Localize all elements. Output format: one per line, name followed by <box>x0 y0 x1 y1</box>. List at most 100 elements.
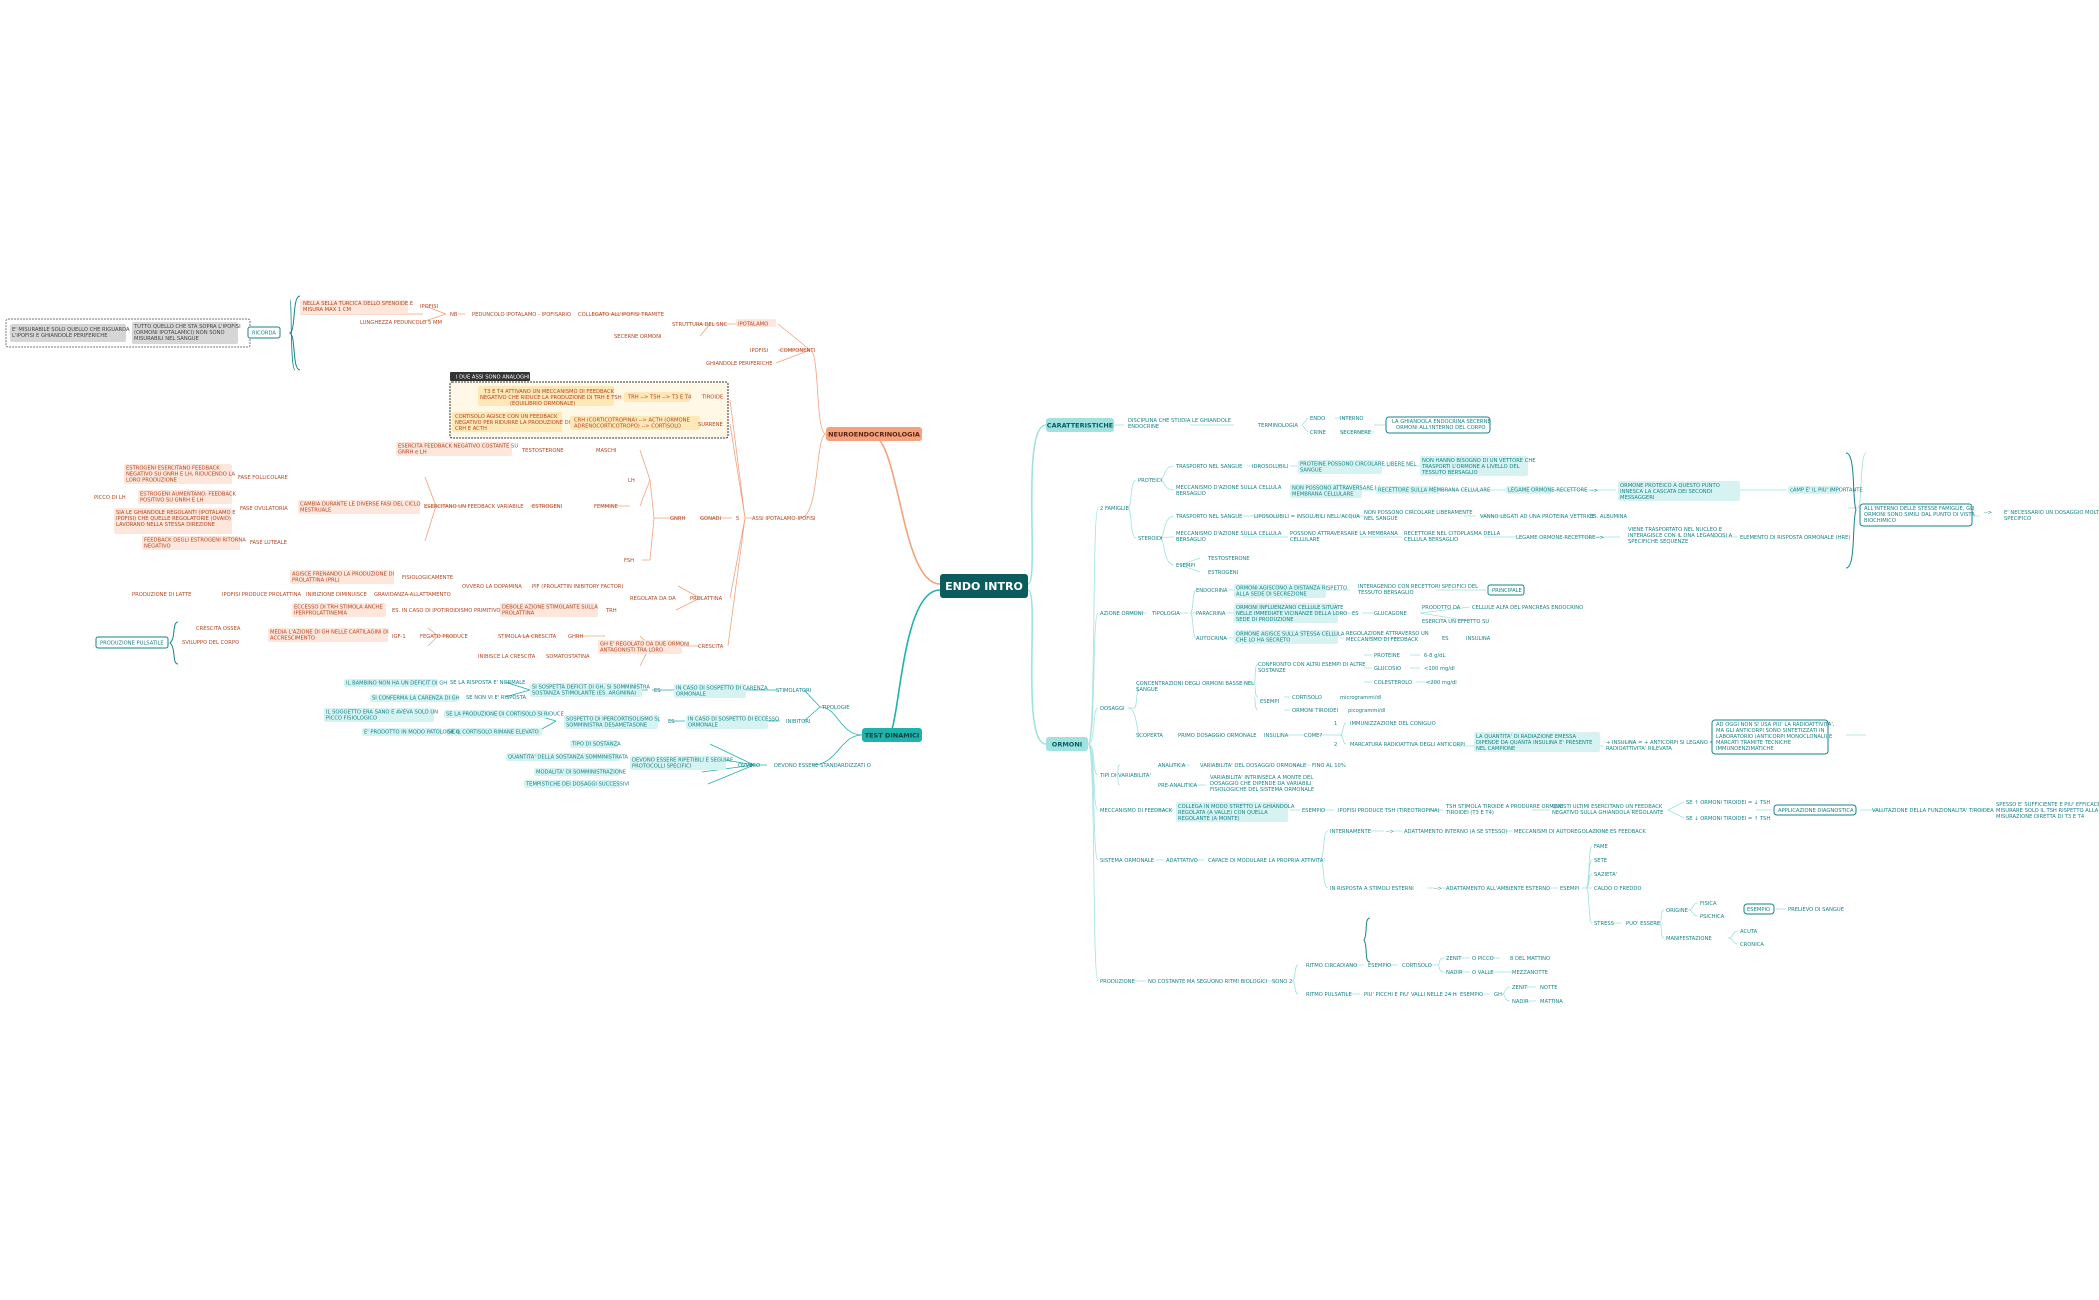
node-cortisolo-c: CORTISOLO <box>1402 963 1432 969</box>
branch-ormoni[interactable]: ORMONI <box>1046 737 1088 751</box>
node-crine: CRINE <box>1310 430 1326 436</box>
node-primo-dosaggio: PRIMO DOSAGGIO ORMONALE <box>1178 733 1257 739</box>
node-stress: STRESS <box>1594 921 1614 927</box>
node-asse: ASSI IPOTALAMO-IPOFISI <box>752 516 816 522</box>
node-prelievo: PRELIEVO DI SANGUE <box>1788 907 1844 913</box>
node-scoperta: SCOPERTA <box>1136 733 1163 739</box>
node-legame2: LEGAME ORMONE-RECETTORE <box>1516 535 1595 541</box>
node-ovvero-test: OVVERO <box>738 763 760 769</box>
node-ovvero: OVVERO LA DOPAMINA <box>462 584 522 590</box>
node-adattativo: ADATTATIVO <box>1166 858 1198 864</box>
node-surrene: SURRENE <box>698 422 723 428</box>
node-regolata: REGOLATA DA DA <box>630 596 676 602</box>
node-modalita: MODALITA' DI SOMMINISTRAZIONE <box>536 770 626 776</box>
node-es-ipotiroidismo: ES. IN CASO DI IPOTIROIDISMO PRIMITIVO <box>392 608 501 614</box>
node-quantita: QUANTITA' DELLA SOSTANZA SOMMINISTRATA <box>508 755 628 761</box>
node-glucagone: GLUCAGONE <box>1374 611 1407 617</box>
node-tipologie: TIPOLOGIE <box>821 705 850 711</box>
node-arrow3: --> <box>1984 510 1992 516</box>
node-proteici: PROTEICI <box>1138 478 1162 484</box>
node-terminologia: TERMINOLOGIA <box>1257 423 1298 429</box>
node-ritmo-pulsatile: RITMO PULSATILE <box>1306 992 1352 998</box>
node-collegato: COLLEGATO ALL'IPOFISI TRAMITE <box>578 312 664 318</box>
node-fame: FAME <box>1594 844 1608 850</box>
node-pif: PIF (PROLATTIN INIBITORY FACTOR) <box>532 584 623 590</box>
node-valutazione: VALUTAZIONE DELLA FUNZIONALITA' TIROIDEA <box>1872 808 1994 814</box>
branch-caratteristiche[interactable]: CARATTERISTICHE <box>1046 418 1114 432</box>
node-come: COME? <box>1304 733 1322 739</box>
node-esercita-effetto: ESERCITA UN EFFETTO SU <box>1422 619 1489 625</box>
node-origine: ORIGINE <box>1666 908 1688 914</box>
node-cronica: CRONICA <box>1740 942 1764 948</box>
node-legame: LEGAME ORMONE-RECETTORE <box>1508 488 1587 494</box>
node-stimoli-esterni: IN RISPOSTA A STIMOLI ESTERNI <box>1330 886 1414 892</box>
node-insulina-chain: + INSULINA = + ANTICORPI SI LEGANO =RADI… <box>1606 740 1714 752</box>
branch-test[interactable]: TEST DINAMICI <box>862 728 922 742</box>
svg-text:TEST DINAMICI: TEST DINAMICI <box>865 732 920 740</box>
branch-neuro[interactable]: NEUROENDOCRINOLOGIA <box>826 427 922 441</box>
svg-text:NEUROENDOCRINOLOGIA: NEUROENDOCRINOLOGIA <box>828 431 920 439</box>
node-produzione: PRODUZIONE <box>1100 979 1135 985</box>
node-gonadi: GONADI <box>700 516 722 522</box>
node-immunizzazione: IMMUNIZZAZIONE DEL CONIGLIO <box>1350 721 1436 727</box>
node-ritmo-circadiano: RITMO CIRCADIANO <box>1306 963 1357 969</box>
node-picogrammi: picogrammi/dl <box>1348 708 1385 714</box>
node-struttura-snc: STRUTTURA DEL SNC <box>672 322 727 328</box>
node-inibitori: INIBITORI <box>786 719 811 725</box>
node-microgrammi: microgrammi/dl <box>1340 695 1381 701</box>
node-gravidanza: GRAVIDANZA-ALLATTAMENTO <box>374 592 451 598</box>
node-arrow4: --> <box>1386 829 1394 835</box>
node-produzione-pulsatile: PRODUZIONE PULSATILE <box>100 641 164 647</box>
node-esempi3: ESEMPI <box>1560 886 1579 892</box>
node-sazieta: SAZIETA' <box>1594 872 1617 878</box>
svg-text:ORMONI: ORMONI <box>1052 741 1082 749</box>
node-adattamento-esterno: ADATTAMENTO ALL'AMBIENTE ESTERNO <box>1446 886 1550 892</box>
node-psichica: PSICHICA <box>1700 914 1725 920</box>
node-one: 1 <box>1334 721 1337 727</box>
node-igf1: IGF-1 <box>392 634 406 640</box>
root-node[interactable]: ENDO INTRO <box>940 574 1028 598</box>
node-peduncolo: PEDUNCOLO IPOTALAMO - IPOFISARIO <box>472 312 571 318</box>
node-fsh: FSH <box>624 558 634 564</box>
node-two: 2 <box>1334 742 1337 748</box>
node-stimola-crescita: STIMOLA LA CRESCITA <box>498 634 557 640</box>
node-es-para: ES <box>1352 611 1359 617</box>
node-marcatura: MARCATURA RADIOATTIVA DEGLI ANTICORPI <box>1350 742 1465 748</box>
node-recettore-membrana: RECETTORE SULLA MEMBRANA CELLULARE <box>1378 488 1490 494</box>
node-se-up: SE ↑ ORMONI TIROIDEI = ↓ TSH <box>1686 800 1770 806</box>
node-se-cortisolo: SE IL CORTISOLO RIMANE ELEVATO <box>448 730 539 736</box>
node-estrogeni: ESTROGENI <box>532 504 563 510</box>
node-nadir2: NADIR <box>1512 999 1529 1005</box>
node-bambino: IL BAMBINO NON HA UN DEFICIT DI GH <box>346 681 447 687</box>
node-nadir1: NADIR <box>1446 970 1463 976</box>
node-non-costante: NO COSTANTE MA SEGUONO RITMI BIOLOGICI <box>1148 979 1268 985</box>
node-produzione-latte: PRODUZIONE DI LATTE <box>132 592 191 598</box>
node-camp: cAMP E' IL PIU' IMPORTANTE <box>1790 488 1863 494</box>
node-albumina: ES. ALBUMINA <box>1590 514 1628 520</box>
node-tipo-sostanza: TIPO DI SOSTANZA <box>571 742 621 748</box>
node-arrow1: --> <box>1590 488 1598 494</box>
node-glucosio: GLUCOSIO <box>1374 666 1401 672</box>
node-idrosolubili: IDROSOLUBILI <box>1252 464 1289 470</box>
node-ad-oggi: AD OGGI NON SI USA PIU' LA RADIOATTIVITA… <box>1716 722 1835 752</box>
node-patologico: E' PRODOTTO IN MODO PATOLOGICO <box>364 730 460 736</box>
node-ormoni-tiroidei: ORMONI TIROIDEI <box>1292 708 1338 714</box>
node-lunghezza: LUNGHEZZA PEDUNCOLO 5 MM <box>360 320 442 326</box>
